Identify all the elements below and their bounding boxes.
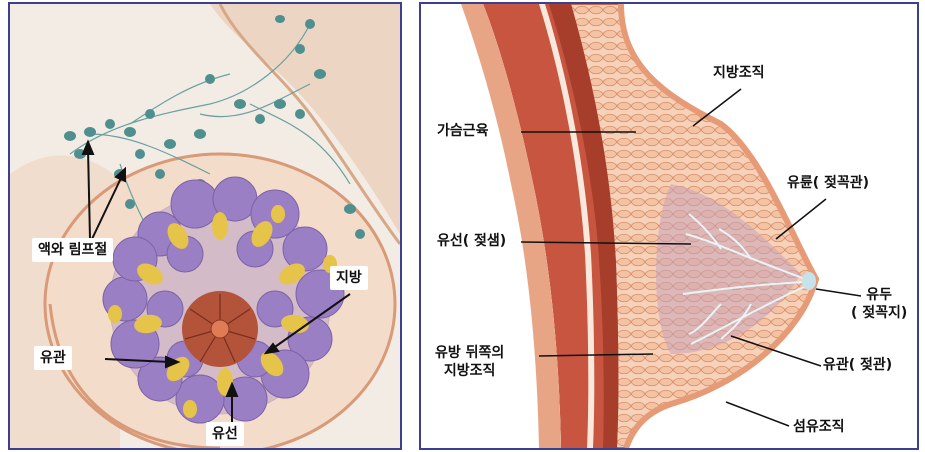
label-nipple-line1: 유두 (851, 286, 907, 304)
label-retro-fat-line2: 지방조직 (435, 362, 504, 380)
label-lactiferous-duct: 유관( 젖관) (823, 356, 892, 374)
frontal-illustration-art (10, 4, 400, 448)
label-retro-fat-line1: 유방 뒤쪽의 (435, 344, 504, 362)
nipple-tip (802, 272, 816, 290)
frontal-breast-illustration: 액와 림프절 지방 유관 유선 (8, 2, 402, 450)
label-fat: 지방 (330, 266, 368, 290)
label-areola: 유륜( 젖꼭관) (787, 174, 869, 192)
label-retromammary-fat: 유방 뒤쪽의 지방조직 (435, 344, 504, 380)
label-mammary-gland: 유선( 젖샘) (437, 232, 506, 250)
label-nipple-line2: ( 젖꼭지) (851, 304, 907, 322)
label-fat-tissue: 지방조직 (713, 64, 765, 82)
label-nipple: 유두 ( 젖꼭지) (851, 286, 907, 322)
label-gland: 유선 (206, 422, 244, 446)
nipple (211, 320, 229, 338)
cross-section-art (421, 4, 917, 448)
label-chest-muscle: 가슴근육 (437, 122, 489, 140)
cross-section-illustration: 가슴근육 지방조직 유륜( 젖꼭관) 유선( 젖샘) 유두 ( 젖꼭지) 유방 … (419, 2, 919, 450)
label-fibrous-tissue: 섬유조직 (793, 418, 845, 436)
label-duct: 유관 (34, 346, 72, 370)
label-axillary-lymph-nodes: 액와 림프절 (32, 238, 113, 262)
